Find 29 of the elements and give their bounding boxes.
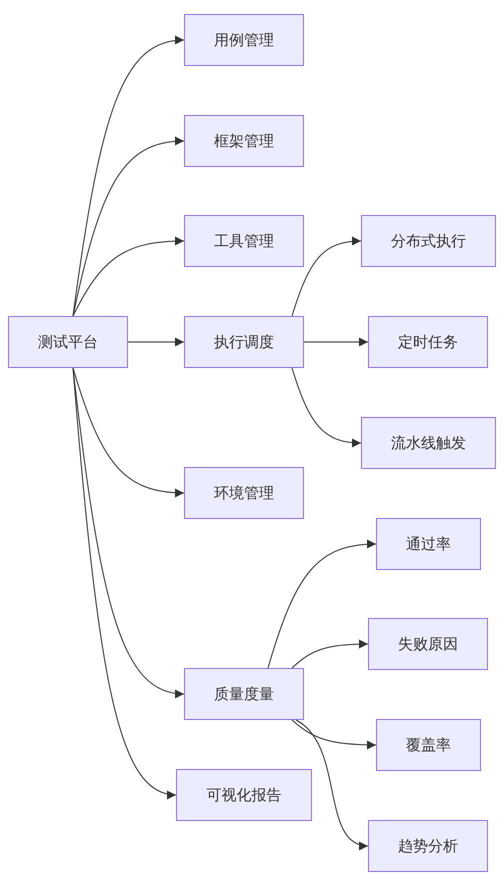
arrow bbox=[292, 368, 362, 448]
process-box: 测试平台 bbox=[8, 316, 128, 368]
process-box: 定时任务 bbox=[368, 316, 488, 368]
arrow bbox=[268, 540, 376, 668]
arrow bbox=[72, 368, 184, 698]
arrow bbox=[72, 368, 176, 798]
arrow bbox=[296, 720, 368, 849]
process-box: 覆盖率 bbox=[376, 719, 481, 771]
process-box: 可视化报告 bbox=[176, 769, 312, 821]
process-box: 框架管理 bbox=[184, 115, 304, 167]
process-box: 用例管理 bbox=[184, 14, 304, 66]
arrow bbox=[72, 236, 184, 316]
arrow bbox=[292, 236, 362, 316]
arrow bbox=[304, 338, 368, 346]
arrow bbox=[292, 720, 376, 750]
arrow bbox=[128, 338, 184, 346]
arrow bbox=[72, 36, 184, 316]
process-box: 分布式执行 bbox=[361, 215, 496, 267]
process-box: 环境管理 bbox=[184, 467, 304, 519]
arrow bbox=[72, 137, 184, 316]
process-box: 工具管理 bbox=[184, 215, 304, 267]
arrow bbox=[72, 368, 184, 498]
process-box: 流水线触发 bbox=[361, 417, 496, 469]
process-box: 通过率 bbox=[376, 518, 481, 570]
process-box: 失败原因 bbox=[368, 618, 488, 670]
arrow bbox=[292, 640, 368, 668]
process-box: 质量度量 bbox=[184, 668, 304, 720]
process-box: 趋势分析 bbox=[368, 820, 488, 872]
process-box: 执行调度 bbox=[184, 316, 304, 368]
